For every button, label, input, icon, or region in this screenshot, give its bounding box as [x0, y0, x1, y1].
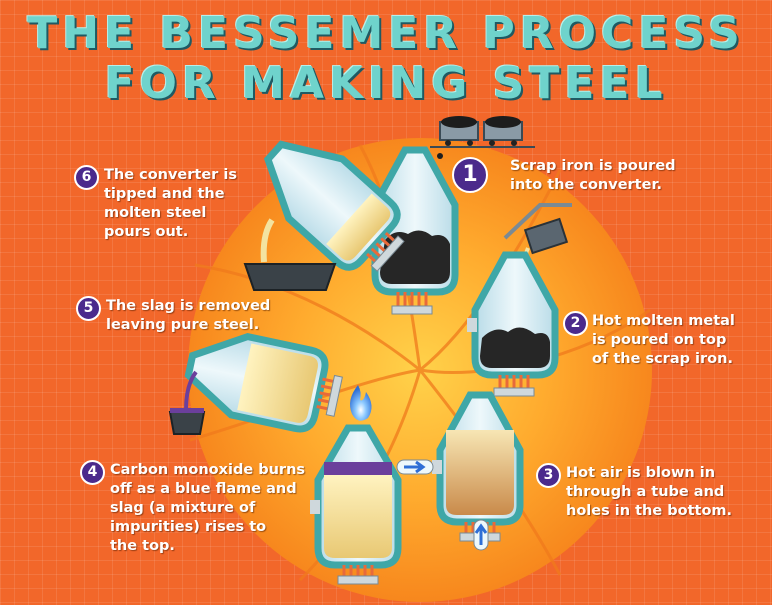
converter-step5	[184, 332, 343, 433]
step-3-number: 3	[536, 463, 561, 488]
slag-stream	[184, 370, 198, 411]
step-1-caption: Scrap iron is poured into the converter.	[510, 158, 676, 193]
steel-mold-tray	[243, 263, 337, 291]
air-arrow-side	[396, 459, 434, 475]
step-5-number: 5	[76, 296, 101, 321]
step-3-caption: Hot air is blown in through a tube and h…	[566, 465, 733, 519]
step-4-caption: Carbon monoxide burns off as a blue flam…	[110, 462, 306, 554]
step-1-number: 1	[452, 157, 488, 193]
step-4-number: 4	[80, 460, 105, 485]
step-2-number: 2	[563, 311, 588, 336]
converter-step3	[432, 391, 524, 542]
air-arrow-bottom	[473, 519, 489, 551]
step-2-caption: Hot molten metal is poured on top of the…	[592, 313, 735, 367]
converter-step4	[310, 424, 402, 585]
converter-step6	[263, 140, 405, 272]
step-6-caption: The converter is tipped and the molten s…	[104, 167, 237, 240]
slag-bucket	[168, 408, 206, 435]
step-6-number: 6	[74, 165, 99, 190]
converter-step2	[467, 251, 559, 397]
steel-pour-stream	[260, 218, 275, 263]
blue-flame	[350, 385, 372, 421]
title-line-1: THE BESSEMER PROCESS	[27, 8, 745, 59]
title-line-2: FOR MAKING STEEL	[104, 58, 668, 109]
ore-carts	[430, 116, 535, 148]
step-5-caption: The slag is removed leaving pure steel.	[106, 298, 271, 333]
ladle-step2	[503, 203, 572, 291]
